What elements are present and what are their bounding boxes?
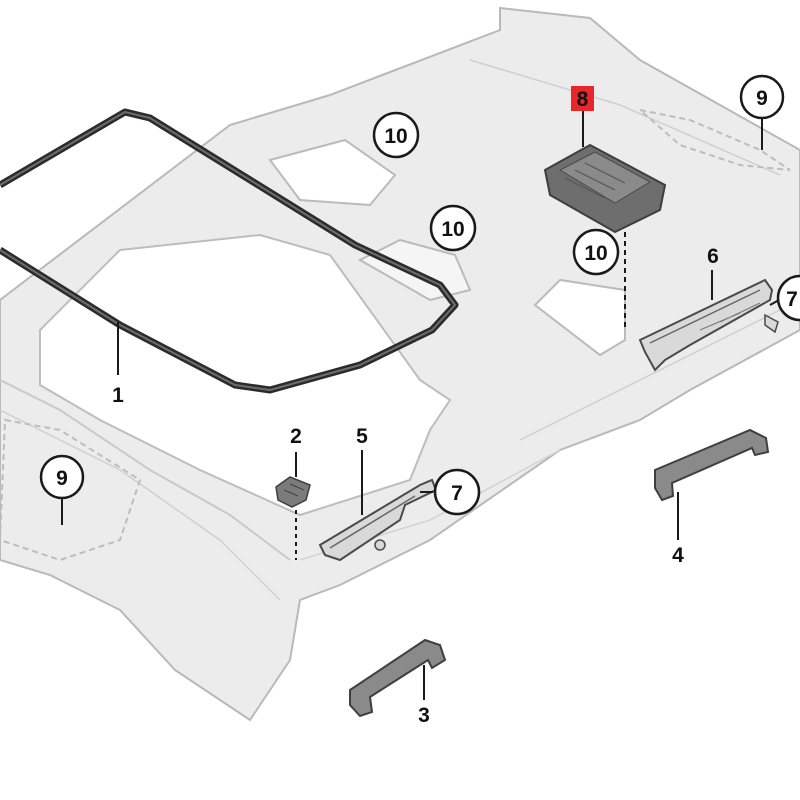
small-clip: [275, 476, 311, 508]
callout-label-9-bottom: 9: [56, 467, 68, 490]
callout-7-right: 7: [776, 274, 800, 322]
callout-label-10-right: 10: [584, 242, 607, 265]
callout-label-3: 3: [418, 704, 430, 727]
grip-housing-right: [636, 108, 791, 171]
callout-label-7-right: 7: [786, 288, 798, 311]
callout-5: 5: [356, 425, 368, 448]
grip-housing-left: [0, 418, 142, 562]
interior-light-unit: [543, 143, 667, 234]
callout-6: 6: [707, 245, 719, 268]
callout-10-left: 10: [372, 111, 420, 159]
callout-8: 8: [571, 86, 594, 111]
callout-label-4: 4: [672, 544, 684, 567]
callout-10-right: 10: [572, 228, 620, 276]
callout-4: 4: [672, 544, 684, 567]
callout-label-10-middle: 10: [441, 218, 464, 241]
grab-handle-front: [349, 638, 447, 718]
callout-9-bottom: 9: [39, 454, 85, 500]
leader-lines: [61, 110, 780, 700]
callout-label-2: 2: [290, 425, 302, 448]
callout-10-middle: 10: [429, 204, 477, 252]
callout-3: 3: [418, 704, 430, 727]
visor-bracket-left: [318, 478, 438, 562]
callout-7-left: 7: [433, 468, 481, 516]
callout-label-5: 5: [356, 425, 368, 448]
callout-label-9-top: 9: [756, 87, 768, 110]
callout-label-6: 6: [707, 245, 719, 268]
callout-1: 1: [112, 384, 124, 407]
callout-label-8: 8: [577, 88, 589, 111]
sunroof-opening: [39, 233, 452, 517]
callout-label-10-left: 10: [384, 125, 407, 148]
visor-bracket-right: [638, 278, 779, 372]
light-opening-left: [268, 138, 397, 207]
grab-handle-rear: [654, 428, 770, 502]
callout-9-top: 9: [739, 74, 785, 120]
callout-2: 2: [290, 425, 302, 448]
callout-label-7-left: 7: [451, 482, 463, 505]
callout-label-1: 1: [112, 384, 124, 407]
